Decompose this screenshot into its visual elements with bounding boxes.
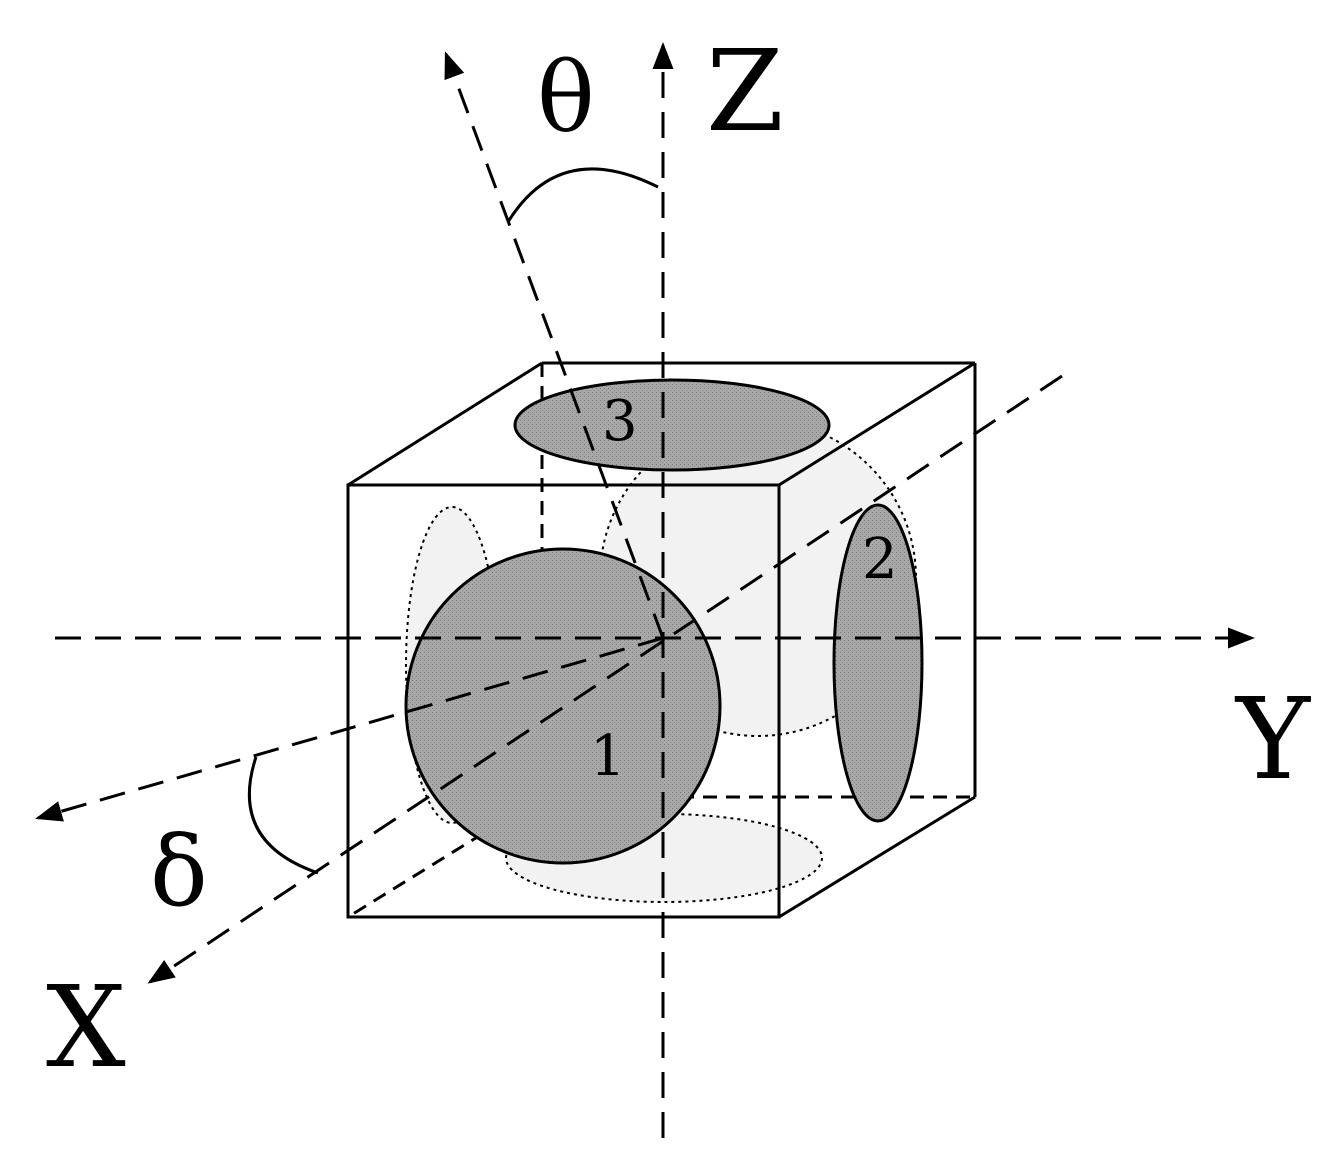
sphere-1: [404, 547, 722, 865]
ellipse-3: [513, 378, 831, 472]
delta-arc: [247, 756, 319, 875]
shape-3-label: 3: [602, 389, 638, 454]
cube-front-face: [346, 483, 781, 919]
angle-arcs: [247, 167, 659, 875]
shape-2-label: 2: [862, 527, 898, 592]
y-axis-label: Y: [1234, 675, 1311, 805]
theta-arc: [506, 167, 659, 223]
theta-label: θ: [537, 42, 595, 154]
axes: [35, 42, 1255, 1138]
z-axis-label: Z: [706, 27, 784, 157]
shape-1-label: 1: [590, 724, 626, 789]
ellipse-2: [832, 503, 924, 823]
cube: [346, 361, 977, 919]
x-axis-label: X: [46, 963, 126, 1093]
theta-direction-line: [444, 51, 665, 639]
delta-label: δ: [150, 816, 208, 928]
delta-direction-line: [35, 636, 664, 822]
x-axis-line: [147, 374, 1063, 984]
